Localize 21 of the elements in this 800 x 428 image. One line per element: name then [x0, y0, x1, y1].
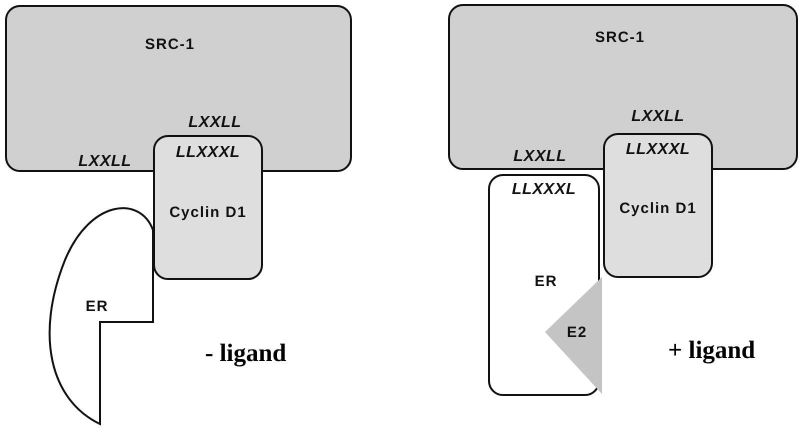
protein-label: Cyclin D1 [618, 199, 698, 219]
protein-label: Cyclin D1 [168, 203, 248, 223]
protein-label: SRC-1 [594, 28, 646, 48]
motif-label: LXXLL [77, 152, 133, 172]
motif-label: LXXLL [512, 147, 568, 167]
protein-label: E2 [566, 323, 588, 343]
protein-label: ER [534, 272, 558, 292]
protein-box [153, 135, 263, 280]
motif-label: LLXXXL [624, 140, 692, 160]
motif-label: LLXXXL [174, 143, 242, 163]
protein-label: ER [84, 297, 110, 317]
protein-box [5, 5, 352, 172]
condition-label: - ligand [205, 340, 286, 368]
motif-label: LLXXXL [510, 180, 578, 200]
protein-box [603, 133, 713, 278]
motif-label: LXXLL [187, 113, 243, 133]
protein-label: SRC-1 [144, 35, 196, 55]
motif-label: LXXLL [630, 107, 686, 127]
protein-box [448, 4, 798, 170]
condition-label: + ligand [668, 337, 756, 365]
protein-box [488, 174, 600, 396]
